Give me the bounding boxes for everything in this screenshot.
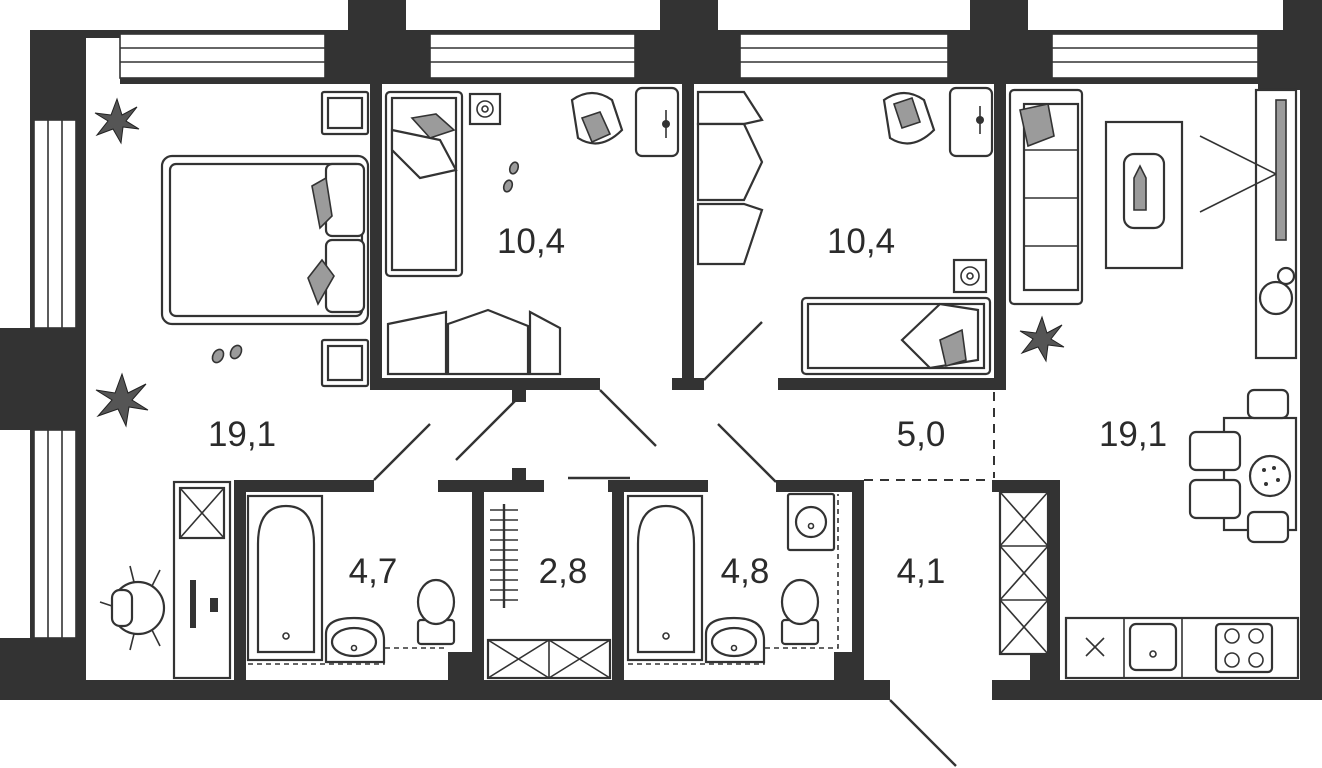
plants: [94, 97, 1065, 428]
living-furniture: [1008, 88, 1300, 680]
area-label-hall: 5,0: [897, 415, 946, 454]
bedroom-1-furniture: [384, 86, 680, 376]
area-label-bedroom-main: 19,1: [208, 415, 276, 454]
wardrobe-fixtures: [486, 504, 612, 680]
area-label-wardrobe: 2,8: [539, 552, 588, 591]
footprints: [211, 161, 520, 364]
area-label-bedroom-2: 10,4: [827, 222, 895, 261]
walls: [0, 0, 1322, 700]
area-label-entrance: 4,1: [897, 552, 946, 591]
door-lines: [373, 321, 995, 767]
bedroom-2-furniture: [696, 86, 994, 376]
bathroom-1-fixtures: [246, 494, 456, 665]
area-label-bathroom-1: 4,7: [349, 552, 398, 591]
bathroom-2-fixtures: [626, 492, 839, 665]
area-label-bathroom-2: 4,8: [721, 552, 770, 591]
area-label-living-kitchen: 19,1: [1099, 415, 1167, 454]
area-label-bedroom-1: 10,4: [497, 222, 565, 261]
entrance-wardrobe: [998, 490, 1050, 656]
bedroom-main-furniture: [99, 90, 370, 680]
area-labels: 19,1 10,4 10,4 5,0 19,1 4,7 2,8 4,8 4,1: [208, 222, 1167, 591]
